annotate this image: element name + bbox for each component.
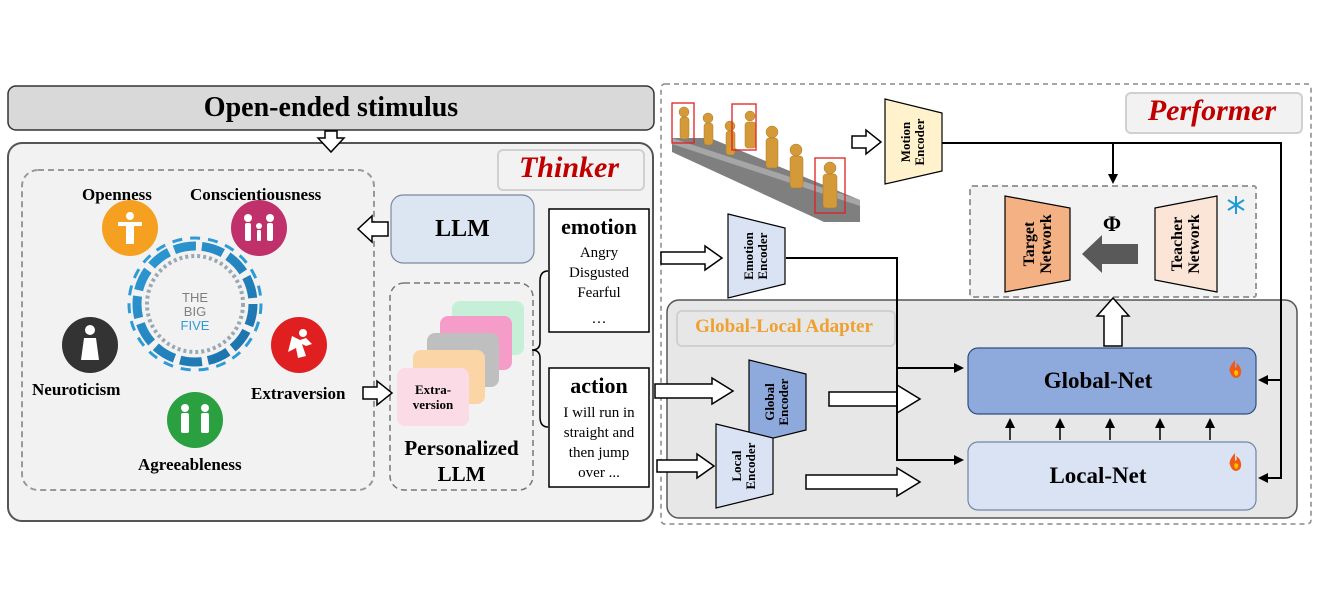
- performer-title-tag: [1125, 92, 1303, 134]
- emotion-box: [548, 208, 650, 333]
- global-encoder-shape: [748, 359, 807, 445]
- big-five-dna-ring: [127, 236, 263, 372]
- extraversion-icon: [288, 329, 312, 358]
- llm-to-traits-arrow: [356, 214, 389, 244]
- adapter-title: Global-Local Adapter: [695, 315, 873, 337]
- emotion-to-global-line: [786, 257, 964, 373]
- emotion-encoder-label: Emotion Encoder: [741, 216, 771, 296]
- personalized-llm-label: Personalized LLM: [390, 434, 533, 488]
- trait-openness-label: Openness: [82, 185, 152, 204]
- local-net-label: Local-Net: [1049, 463, 1147, 488]
- local-to-global-arrows: [1005, 418, 1215, 440]
- target-network-label: Target Network: [1020, 194, 1056, 294]
- extraversion-arrow: [362, 379, 394, 407]
- adapter-title-tag: [676, 310, 896, 347]
- big-five-region: [21, 169, 375, 491]
- emotion-item: Fearful: [577, 285, 621, 301]
- openness-icon: [118, 212, 142, 244]
- local-encoder-label: Local Encoder: [729, 426, 759, 506]
- local-encoder-line2: Encoder: [743, 442, 758, 490]
- action-to-local-arrow: [656, 452, 716, 480]
- thinker-title-tag: [497, 149, 645, 191]
- target-network-line1: Target: [1021, 221, 1038, 267]
- performer-title: Performer: [1147, 94, 1277, 127]
- global-net-box: [967, 347, 1257, 415]
- motion-capture-image: [671, 102, 860, 222]
- emotion-to-local-line: [896, 368, 964, 465]
- global-net-to-distill-arrow: [1095, 296, 1131, 347]
- conscientiousness-icon: [244, 214, 274, 241]
- action-box: [548, 367, 650, 488]
- motion-encoder-line2: Encoder: [912, 118, 927, 166]
- local-encoder-to-net-arrow: [805, 466, 922, 498]
- motion-image-arrow: [851, 128, 883, 156]
- motion-encoder-line1: Motion: [898, 121, 913, 163]
- thinker-title: Thinker: [518, 151, 620, 184]
- agreeableness-circle: [167, 392, 223, 448]
- emotion-item: Disgusted: [569, 265, 629, 281]
- agreeableness-icon: [181, 404, 209, 433]
- motion-encoder-shape: [884, 98, 943, 185]
- action-to-global-arrow: [654, 376, 735, 406]
- action-title: action: [570, 373, 628, 398]
- global-encoder-label: Global Encoder: [762, 362, 792, 442]
- global-encoder-line2: Encoder: [776, 378, 791, 426]
- stimulus-title: Open-ended stimulus: [203, 92, 459, 123]
- trait-neuroticism-label: Neuroticism: [32, 380, 121, 399]
- flame-icon-global: [1229, 360, 1242, 378]
- teacher-network-shape: [1154, 195, 1218, 293]
- teacher-network-line2: Network: [1186, 214, 1203, 274]
- action-line: over ...: [578, 465, 620, 481]
- global-encoder-line1: Global: [762, 383, 777, 421]
- distill-arrow: [1082, 235, 1138, 273]
- stimulus-down-arrow: [316, 130, 346, 154]
- big-five-line2: BIG: [183, 304, 207, 319]
- target-network-shape: [1004, 195, 1071, 293]
- flame-icon-local: [1229, 453, 1242, 471]
- action-line: then jump: [568, 445, 630, 461]
- big-five-line1: THE: [182, 290, 208, 305]
- snowflake-icon: [1227, 196, 1245, 214]
- phi-label: Φ: [1102, 211, 1122, 236]
- emotion-encoder-shape: [727, 213, 786, 299]
- local-encoder-shape: [715, 423, 774, 509]
- emotion-title: emotion: [561, 214, 637, 239]
- local-encoder-line1: Local: [729, 450, 744, 482]
- emotion-encoder-line1: Emotion: [741, 232, 756, 280]
- emotion-to-encoder-arrow: [660, 244, 724, 272]
- big-five-line3: FIVE: [180, 318, 210, 333]
- motion-to-local-line: [942, 142, 1282, 483]
- global-net-label: Global-Net: [1043, 368, 1153, 393]
- stimulus-bar: [7, 85, 655, 131]
- card-extraversion: [397, 368, 469, 426]
- emotion-item: Angry: [579, 245, 619, 261]
- personalized-label-line1: Personalized: [404, 436, 519, 460]
- teacher-network-line1: Teacher: [1169, 216, 1186, 272]
- llm-label: LLM: [435, 215, 490, 242]
- emotion-item: …: [591, 311, 607, 327]
- personalized-card-text: Extra- version: [397, 368, 469, 426]
- motion-encoder-label: Motion Encoder: [898, 102, 928, 182]
- action-line: I will run in: [563, 405, 635, 421]
- action-text: I will run in straight and then jump ove…: [549, 403, 649, 483]
- neuroticism-icon: [81, 325, 99, 360]
- teacher-network-label: Teacher Network: [1168, 194, 1204, 294]
- local-net-box: [967, 441, 1257, 511]
- action-line: straight and: [563, 425, 635, 441]
- emotion-encoder-line2: Encoder: [755, 232, 770, 280]
- trait-conscientiousness-label: Conscientiousness: [190, 185, 322, 204]
- personalized-label-line2: LLM: [437, 462, 486, 486]
- llm-box: [390, 194, 535, 264]
- emotion-list: Angry Disgusted Fearful …: [549, 243, 649, 329]
- card-line2: version: [412, 397, 454, 412]
- big-five-text: THE BIG FIVE: [165, 287, 225, 337]
- card-line1: Extra-: [414, 382, 452, 397]
- brace: [531, 270, 549, 428]
- target-network-line2: Network: [1038, 214, 1055, 274]
- trait-agreeableness-label: Agreeableness: [138, 455, 242, 474]
- trait-extraversion-label: Extraversion: [251, 384, 346, 403]
